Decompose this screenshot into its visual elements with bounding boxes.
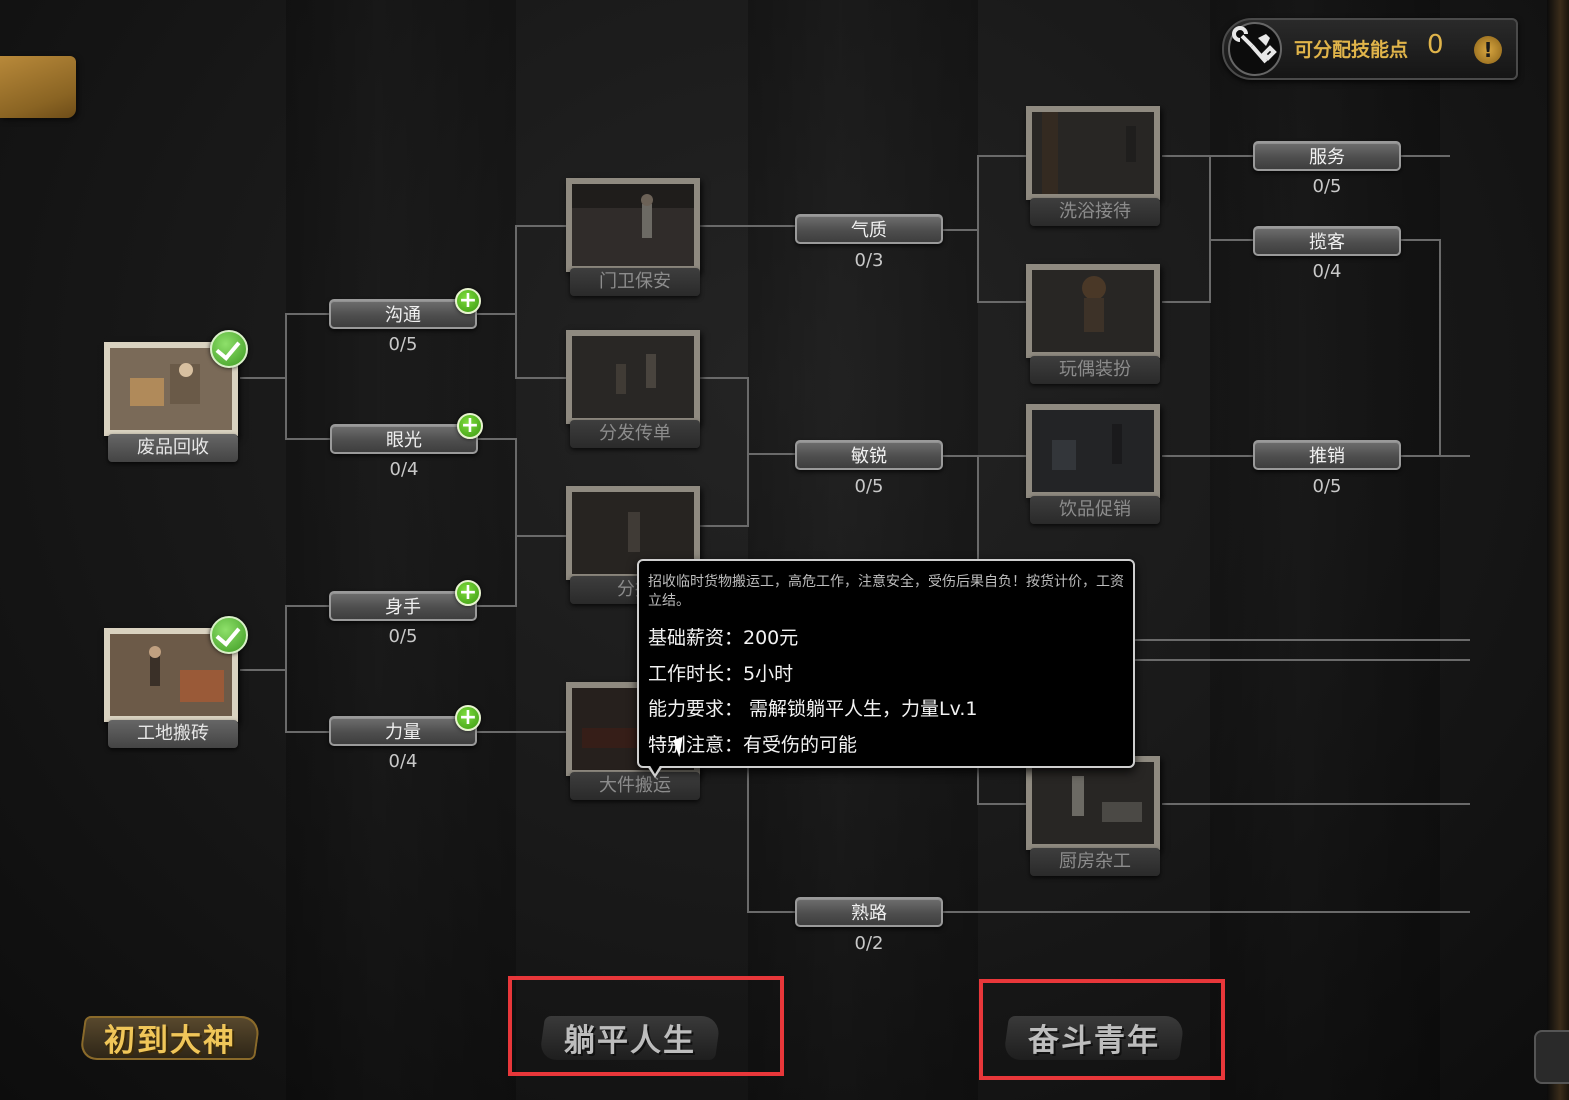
tab-label: 躺平人生 — [564, 1022, 696, 1059]
job-label-fenfa: 分发传单 — [570, 420, 700, 448]
skill-button-qizhi[interactable]: 气质 — [795, 214, 943, 244]
skill-button-liliang[interactable]: 力量 — [329, 716, 477, 746]
skill-progress: 0/4 — [389, 459, 419, 480]
add-skill-icon[interactable]: + — [455, 580, 481, 606]
add-skill-icon[interactable]: + — [455, 288, 481, 314]
job-image — [1032, 762, 1154, 844]
job-image — [572, 336, 694, 418]
highlight-box — [508, 976, 784, 1076]
right-frame-edge — [1547, 0, 1569, 1100]
tooltip-description: 招收临时货物搬运工，高危工作，注意安全，受伤后果自负！按货计价，工资立结。 — [648, 574, 1124, 609]
skill-points-count: 0 — [1427, 30, 1444, 60]
job-card-yinpin[interactable] — [1026, 404, 1160, 498]
skill-button-minrui[interactable]: 敏锐 — [795, 440, 943, 470]
skill-button-shulu[interactable]: 熟路 — [795, 897, 943, 927]
job-card-xiyu[interactable] — [1026, 106, 1160, 200]
tab-label: 初到大神 — [104, 1022, 236, 1059]
info-icon[interactable]: ! — [1474, 36, 1502, 64]
job-label-gongdi: 工地搬砖 — [108, 720, 238, 748]
job-card-chufang[interactable] — [1026, 756, 1160, 850]
skill-button-fuwu[interactable]: 服务 — [1253, 141, 1401, 171]
tab-tangping-rensheng[interactable]: 躺平人生 — [538, 1006, 722, 1068]
skill-progress: 0/5 — [1312, 476, 1342, 497]
tab-chudao-dashen[interactable]: 初到大神 — [78, 1006, 262, 1068]
skill-button-yanguang[interactable]: 眼光 — [330, 424, 478, 454]
skill-progress: 0/4 — [388, 751, 418, 772]
tooltip-pointer-inner — [649, 764, 661, 774]
add-skill-icon[interactable]: + — [457, 413, 483, 439]
add-skill-icon[interactable]: + — [455, 705, 481, 731]
tooltip-note: 特别注意：有受伤的可能 — [648, 734, 858, 756]
job-card-gongdi[interactable] — [104, 628, 238, 722]
job-image — [572, 184, 694, 266]
skill-progress: 0/5 — [388, 334, 418, 355]
job-label-xiyu: 洗浴接待 — [1030, 198, 1160, 226]
tooltip-requirement: 能力要求： 需解锁躺平人生，力量Lv.1 — [648, 698, 978, 720]
skill-points-label: 可分配技能点 — [1294, 39, 1409, 61]
skill-progress: 0/5 — [854, 476, 884, 497]
skill-button-tuixiao[interactable]: 推销 — [1253, 440, 1401, 470]
tooltip-salary: 基础薪资：200元 — [648, 627, 799, 649]
back-tape-tab[interactable] — [0, 56, 76, 118]
tab-label: 奋斗青年 — [1028, 1022, 1160, 1059]
job-image — [110, 634, 232, 716]
completed-check-icon — [210, 330, 248, 368]
job-image — [1032, 410, 1154, 492]
skill-button-goutong[interactable]: 沟通 — [329, 299, 477, 329]
completed-check-icon — [210, 616, 248, 654]
job-card-menwei[interactable] — [566, 178, 700, 272]
skill-button-lanke[interactable]: 揽客 — [1253, 226, 1401, 256]
job-label-chufang: 厨房杂工 — [1030, 848, 1160, 876]
wrench-icon — [1228, 22, 1282, 76]
highlight-box — [979, 979, 1225, 1080]
column-band — [1210, 0, 1440, 1100]
skill-progress: 0/4 — [1312, 261, 1342, 282]
job-label-feipin: 废品回收 — [108, 434, 238, 462]
tooltip-hours: 工作时长：5小时 — [648, 663, 794, 685]
job-image — [1032, 112, 1154, 194]
job-image — [110, 348, 232, 430]
job-tooltip: 招收临时货物搬运工，高危工作，注意安全，受伤后果自负！按货计价，工资立结。 基础… — [637, 559, 1135, 778]
skill-progress: 0/5 — [388, 626, 418, 647]
job-image — [1032, 270, 1154, 352]
skill-progress: 0/5 — [1312, 176, 1342, 197]
skill-progress: 0/2 — [854, 933, 884, 954]
job-card-fenfa[interactable] — [566, 330, 700, 424]
skill-button-shenshou[interactable]: 身手 — [329, 591, 477, 621]
job-label-wanou: 玩偶装扮 — [1030, 356, 1160, 384]
column-band — [286, 0, 516, 1100]
job-label-yinpin: 饮品促销 — [1030, 496, 1160, 524]
job-label-menwei: 门卫保安 — [570, 268, 700, 296]
job-label-dajian: 大件搬运 — [570, 772, 700, 800]
side-panel-toggle-icon[interactable] — [1534, 1030, 1569, 1084]
tab-fendou-qingnian[interactable]: 奋斗青年 — [1002, 1006, 1186, 1068]
skill-points-panel: 可分配技能点 0 ! — [1222, 18, 1518, 80]
skill-progress: 0/3 — [854, 250, 884, 271]
job-card-wanou[interactable] — [1026, 264, 1160, 358]
